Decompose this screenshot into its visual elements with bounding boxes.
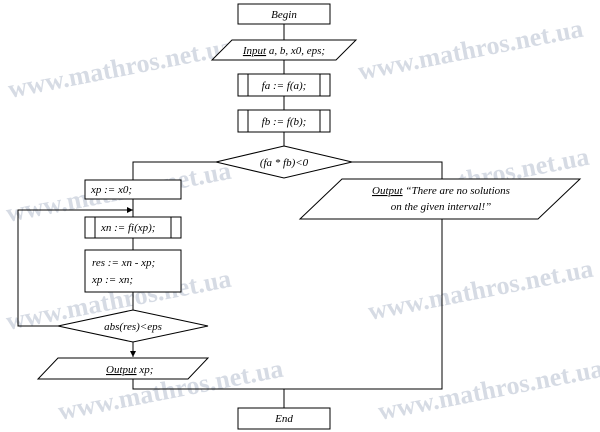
watermark-text: www.mathros.net.ua	[6, 32, 236, 104]
input-node: Input a, b, x0, eps;	[210, 39, 358, 61]
connector-message-merge	[284, 219, 443, 390]
loop-condition-label: abs(res)<eps	[104, 321, 162, 333]
io-shape	[298, 178, 582, 220]
output-message-node: Output “There are no solutions on the gi…	[298, 178, 582, 220]
fa-label: fa := f(a);	[262, 80, 307, 92]
xn-calc-label: xn := fi(xp);	[100, 222, 155, 234]
output-keyword: Output	[372, 185, 404, 197]
fb-label: fb := f(b);	[262, 116, 307, 128]
output-xp-node: Output xp;	[36, 357, 210, 380]
output-xp-value: xp;	[137, 364, 154, 376]
loop-condition-node: abs(res)<eps	[57, 309, 209, 343]
terminator-shape	[237, 407, 331, 430]
begin-node: Begin	[237, 3, 331, 25]
input-params: a, b, x0, eps;	[266, 45, 325, 57]
decision-shape	[57, 309, 209, 343]
begin-label: Begin	[271, 9, 297, 21]
xn-calc-node: xn := fi(xp);	[84, 216, 182, 239]
end-label: End	[274, 413, 293, 425]
input-keyword: Input	[242, 45, 267, 57]
xp-init-label: xp := x0;	[90, 184, 132, 196]
io-shape	[210, 39, 358, 61]
output-message-text: “There are no solutions	[403, 185, 510, 197]
process-shape	[84, 249, 182, 293]
res-label-line2: xp := xn;	[91, 274, 133, 286]
input-label: Input a, b, x0, eps;	[242, 45, 325, 57]
fb-node: fb := f(b);	[237, 109, 331, 133]
output-xp-label: Output xp;	[106, 364, 153, 376]
subroutine-shape	[237, 109, 331, 133]
connector-loop-back	[17, 207, 133, 327]
subroutine-shape	[84, 216, 182, 239]
watermark-text: www.mathros.net.ua	[356, 14, 586, 86]
fa-node: fa := f(a);	[237, 73, 331, 97]
io-shape	[36, 357, 210, 380]
watermark-text: www.mathros.net.ua	[366, 254, 596, 326]
xp-init-node: xp := x0;	[84, 179, 182, 200]
connector-no-branch	[352, 161, 443, 179]
watermark-text: www.mathros.net.ua	[376, 354, 600, 426]
connector-output-merge	[132, 379, 284, 390]
res-node: res := xn - xp; xp := xn;	[84, 249, 182, 293]
subroutine-shape	[237, 73, 331, 97]
process-shape	[84, 179, 182, 200]
condition-label: (fa * fb)<0	[260, 157, 309, 169]
decision-shape	[215, 145, 353, 179]
output-message-line2: on the given interval!”	[391, 201, 492, 213]
output-message-line1: Output “There are no solutions	[372, 185, 510, 197]
end-node: End	[237, 407, 331, 430]
terminator-shape	[237, 3, 331, 25]
connector-yes-branch	[132, 161, 216, 180]
connectors	[17, 24, 443, 408]
res-label-line1: res := xn - xp;	[92, 257, 155, 269]
output-keyword: Output	[106, 364, 138, 376]
condition-node: (fa * fb)<0	[215, 145, 353, 179]
